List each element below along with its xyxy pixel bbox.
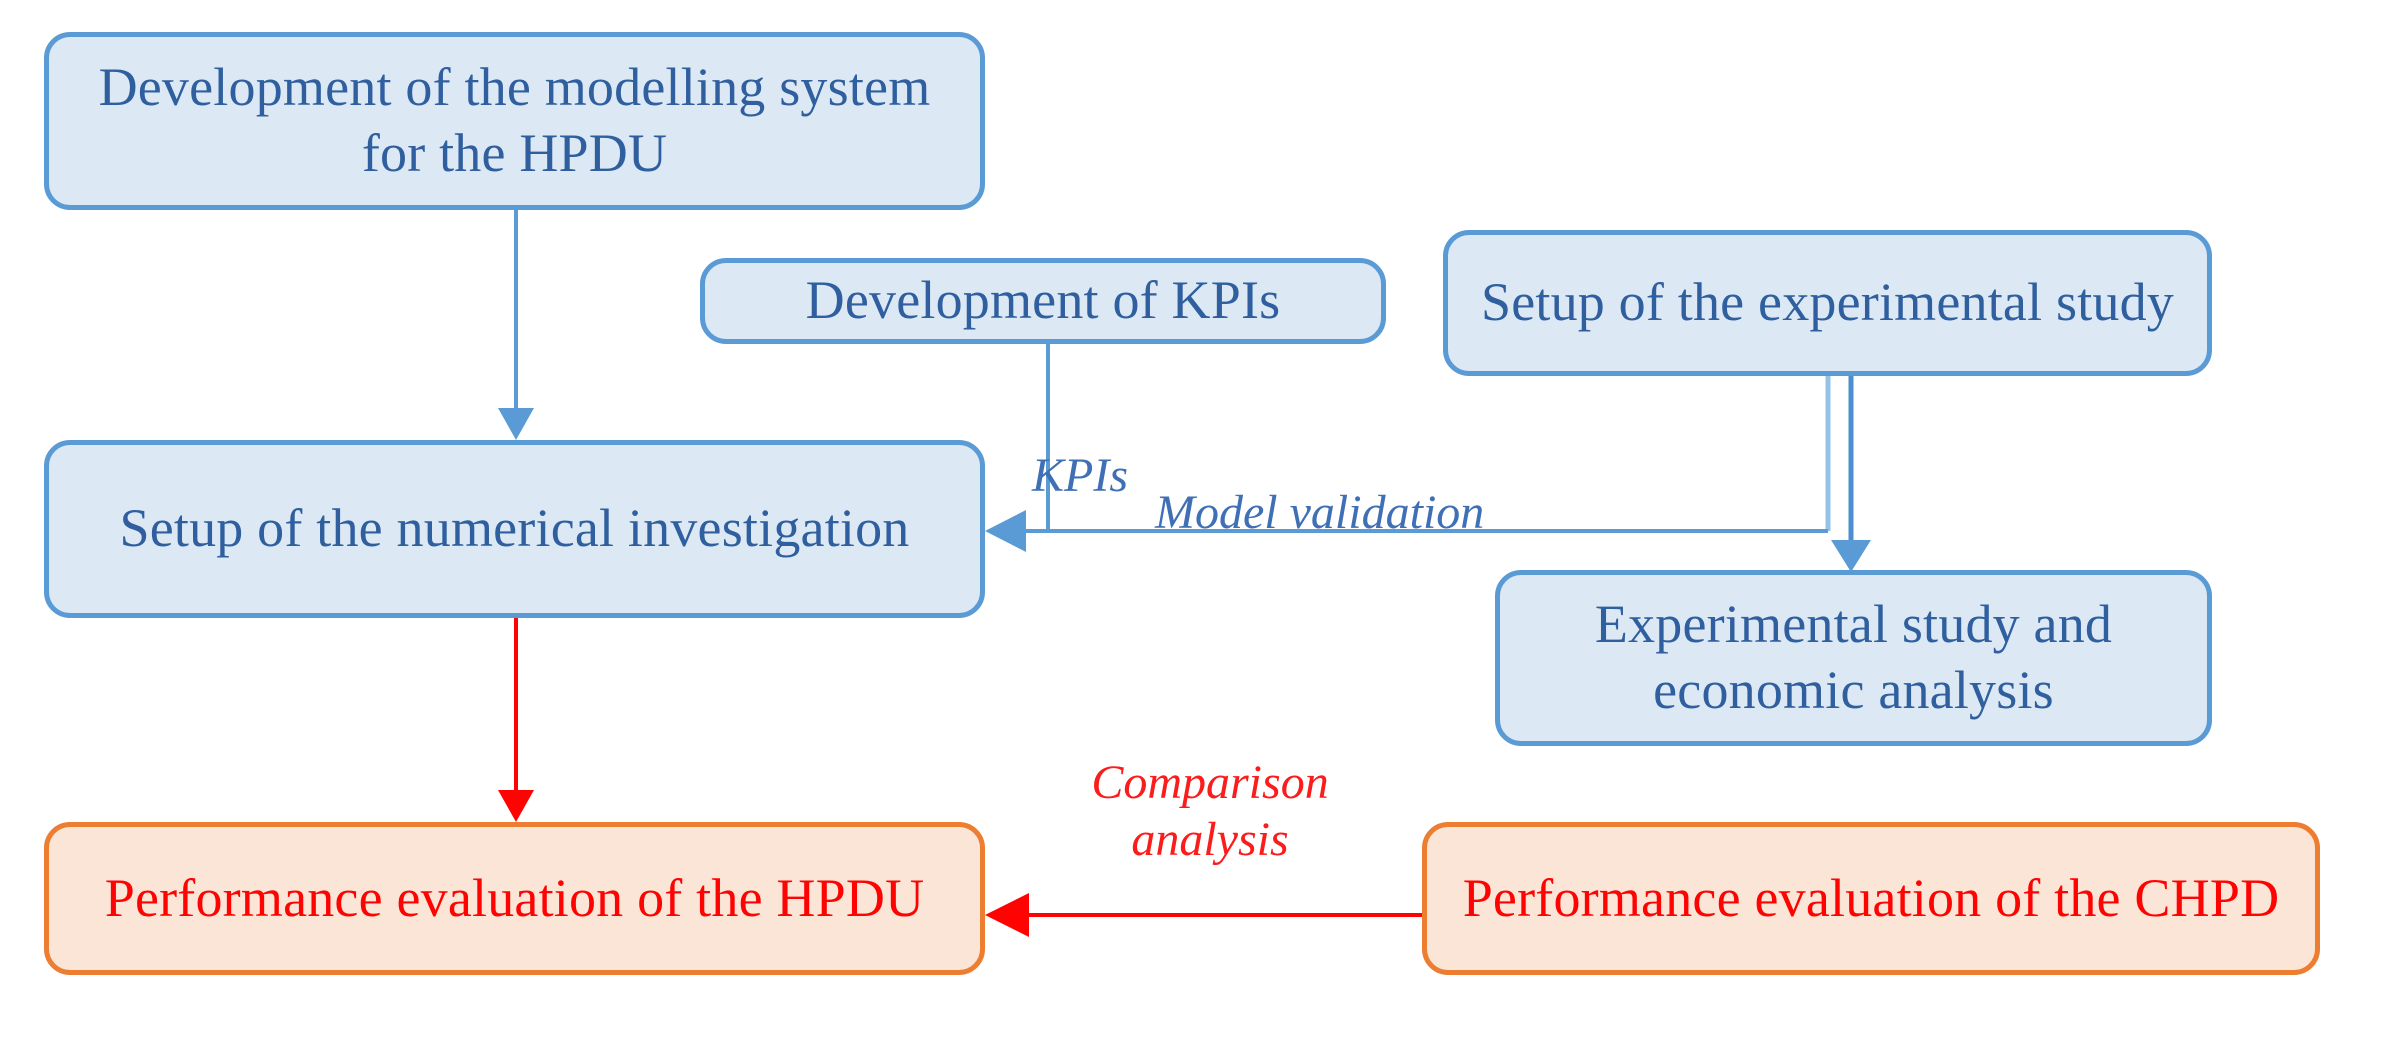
node-label: Development of the modelling system for … (98, 57, 931, 183)
node-label: Performance evaluation of the CHPD (1462, 867, 2280, 928)
node-performance-evaluation-chpd[interactable]: Performance evaluation of the CHPD (1422, 822, 2320, 975)
edge-label-comparison-analysis: Comparison analysis (1091, 756, 1329, 866)
edge-setupexp-to-numerical (985, 375, 1831, 552)
edge-perfchpd-to-perfhpdu (985, 893, 1422, 937)
edge-label-model-validation: Model validation (1155, 486, 1485, 539)
edge-setupexp-to-expstudy (1831, 375, 1871, 572)
node-label: Performance evaluation of the HPDU (104, 867, 925, 928)
node-label: Development of KPIs (805, 270, 1281, 331)
edge-modelling-to-numerical (498, 210, 534, 440)
edge-numerical-to-perfhpdu (498, 618, 534, 822)
node-label: Setup of the numerical investigation (119, 498, 910, 559)
node-performance-evaluation-hpdu[interactable]: Performance evaluation of the HPDU (44, 822, 985, 975)
node-development-modelling-system[interactable]: Development of the modelling system for … (44, 32, 985, 210)
node-experimental-study-economic-analysis[interactable]: Experimental study and economic analysis (1495, 570, 2212, 746)
edge-label-kpis: KPIs (1032, 449, 1128, 502)
node-setup-numerical-investigation[interactable]: Setup of the numerical investigation (44, 440, 985, 618)
node-label: Setup of the experimental study (1480, 272, 2175, 333)
node-development-of-kpis[interactable]: Development of KPIs (700, 258, 1386, 344)
node-setup-experimental-study[interactable]: Setup of the experimental study (1443, 230, 2212, 376)
node-label: Experimental study and economic analysis (1594, 594, 2113, 720)
